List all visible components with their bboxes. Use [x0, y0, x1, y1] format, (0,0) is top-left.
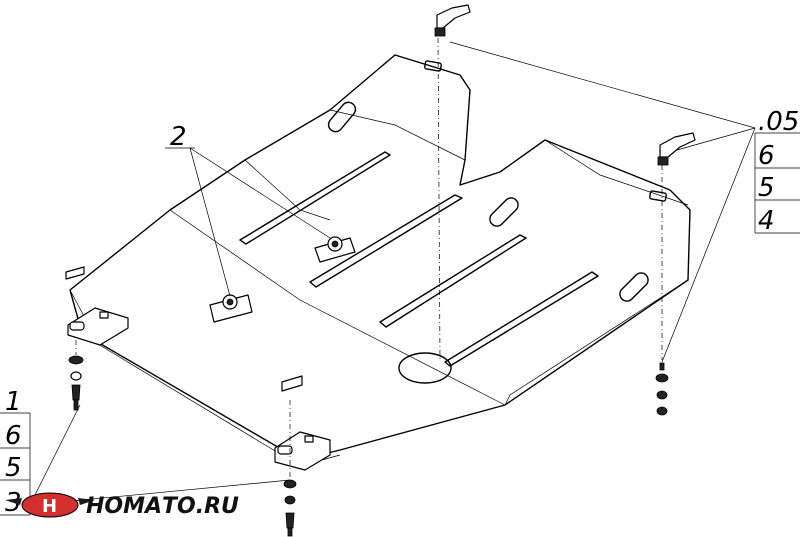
logo-wing-left-icon: [5, 498, 22, 505]
logo-wing-right-icon: [78, 498, 95, 505]
callout-left-4: 3: [5, 488, 22, 518]
logo-text: НОМАТО.RU: [86, 494, 239, 519]
logo-badge-icon: [21, 492, 79, 518]
front-bracket-left: [67, 307, 129, 346]
callout-2: 2: [170, 122, 187, 152]
callout-left-1: 1: [5, 387, 22, 417]
fastener-stack-right: [655, 362, 669, 416]
callout-right-4: 4: [758, 206, 775, 236]
cage-nut-2: [209, 294, 253, 323]
ventilation-slots: [327, 60, 667, 302]
callout-left-2: 6: [5, 421, 22, 451]
logo-mark-icon: H: [42, 496, 57, 517]
fastener-stack-left: [68, 355, 84, 411]
fastener-stack-bottom: [283, 479, 297, 537]
callout-frame-right: [754, 132, 800, 234]
callout-right-3: 5: [758, 173, 775, 203]
clip-left: [65, 266, 85, 280]
callout-right-2: 6: [758, 141, 775, 171]
callout-left-3: 5: [5, 453, 22, 483]
cage-nut-1: [314, 236, 356, 263]
callout-frame-left: [0, 412, 31, 516]
drain-hatch: [398, 352, 452, 384]
top-bracket-2: [657, 132, 696, 166]
homato-logo: H НОМАТО.RU: [5, 492, 239, 519]
top-bracket-1: [434, 4, 471, 37]
clip-front: [281, 375, 303, 392]
skid-plate: [69, 54, 691, 467]
front-bracket-right: [274, 431, 331, 471]
callout-right-1: .05: [758, 107, 799, 137]
assembly-axes: [75, 37, 663, 480]
stiffening-ribs: [239, 151, 599, 367]
